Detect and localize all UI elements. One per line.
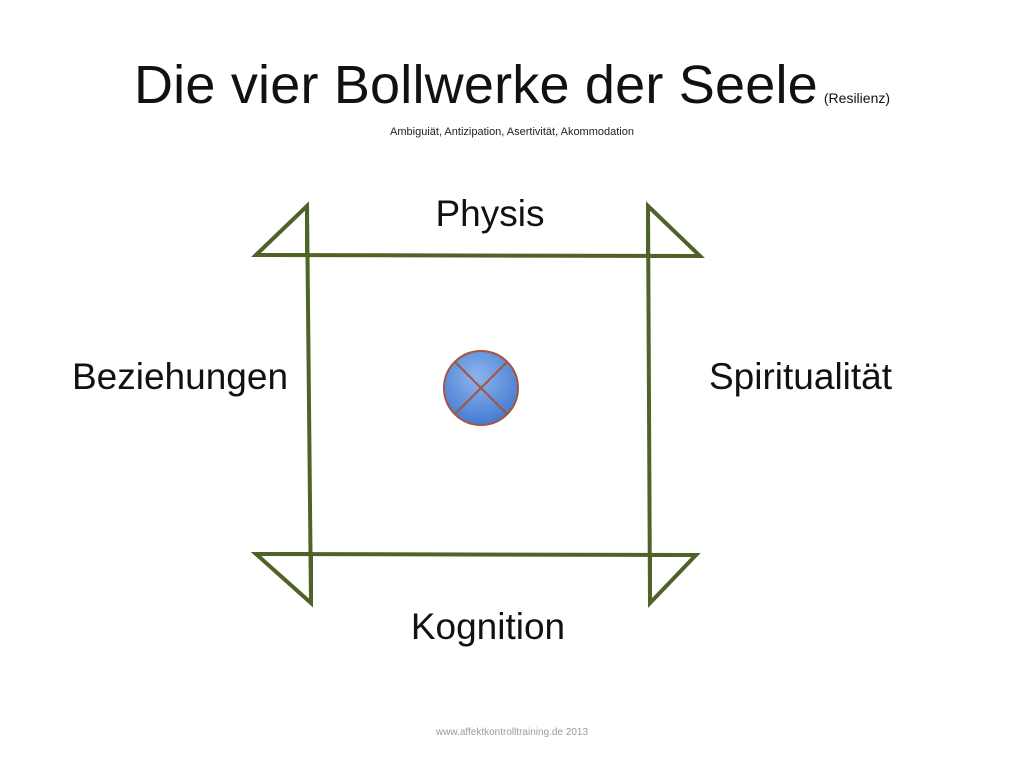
corner-triangle-bottom-right <box>648 553 701 608</box>
page-title: Die vier Bollwerke der Seele (Resilienz) <box>0 58 1024 112</box>
label-kognition: Kognition <box>410 606 566 647</box>
top-beam <box>254 253 702 258</box>
footer-url: www.affektkontrolltraining.de 2013 <box>435 727 589 738</box>
bottom-beam <box>254 552 698 557</box>
left-beam <box>305 204 313 605</box>
corner-triangle-top-right <box>646 201 705 258</box>
frame-lines <box>250 201 705 608</box>
crossed-circle-icon <box>443 350 519 426</box>
label-beziehungen: Beziehungen <box>72 356 289 397</box>
title-text: Die vier Bollwerke der Seele <box>133 55 818 115</box>
right-beam <box>646 204 652 605</box>
label-physis: Physis <box>435 193 545 234</box>
title-note: (Resilienz) <box>823 90 891 106</box>
corner-triangle-bottom-left <box>250 552 313 608</box>
subtitle: Ambiguiät, Antizipation, Asertivität, Ak… <box>390 126 634 138</box>
corner-triangle-top-left <box>251 201 309 257</box>
label-spiritualitaet: Spiritualität <box>709 356 893 397</box>
